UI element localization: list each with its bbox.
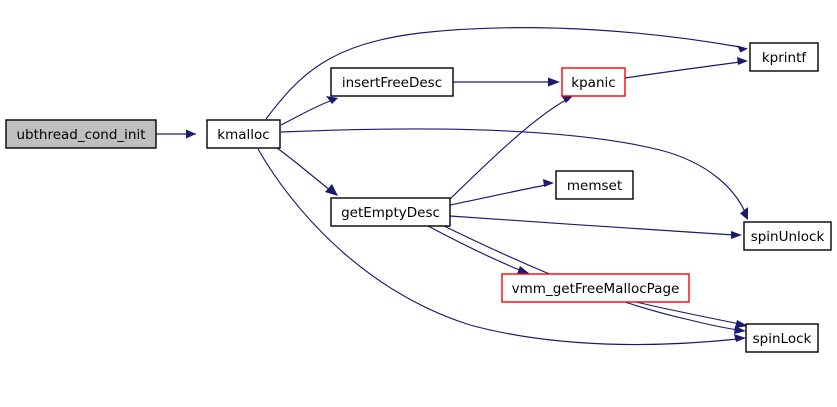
edges-layer: [156, 27, 748, 346]
edge-line: [624, 61, 741, 79]
node-box[interactable]: [501, 273, 690, 303]
edge-line: [265, 27, 741, 120]
arrowhead-icon: [325, 184, 338, 196]
node-box[interactable]: [743, 221, 832, 251]
arrowhead-icon: [740, 207, 748, 220]
node-label: kmalloc: [217, 127, 269, 143]
edge-getEmptyDesc-to-spinUnlock: [449, 215, 742, 239]
node-spinLock[interactable]: spinLock: [745, 323, 819, 353]
arrowhead-icon: [548, 77, 560, 87]
edge-ubthread_cond_init-to-kmalloc: [156, 129, 196, 139]
node-ubthread_cond_init[interactable]: ubthread_cond_init: [5, 119, 157, 149]
arrowhead-icon: [186, 129, 196, 139]
arrowhead-icon: [737, 45, 748, 53]
edge-line: [449, 99, 567, 200]
node-box[interactable]: [745, 323, 819, 353]
arrowhead-icon: [734, 334, 746, 342]
node-label: insertFreeDesc: [342, 75, 442, 91]
edge-getEmptyDesc-to-kpanic: [449, 95, 573, 200]
node-kprintf[interactable]: kprintf: [749, 42, 819, 72]
node-memset[interactable]: memset: [555, 170, 634, 200]
edge-getEmptyDesc-to-memset: [449, 179, 554, 206]
arrowhead-icon: [735, 320, 748, 328]
edge-getEmptyDesc-to-vmm_getFreeMallocPage: [427, 225, 530, 274]
node-label: spinUnlock: [751, 229, 825, 245]
nodes-layer: ubthread_cond_init kmalloc insertFreeDesc k…: [5, 42, 832, 353]
edge-kmalloc-to-spinUnlock: [280, 128, 748, 220]
arrowhead-icon: [734, 326, 746, 334]
arrowhead-icon: [326, 96, 338, 104]
node-insertFreeDesc[interactable]: insertFreeDesc: [330, 67, 454, 97]
node-label: ubthread_cond_init: [16, 127, 145, 143]
edge-line: [280, 128, 746, 213]
node-label: kprintf: [762, 50, 808, 66]
edge-line: [280, 100, 331, 126]
node-label: memset: [567, 178, 622, 194]
edge-line: [443, 225, 739, 331]
node-label: vmm_getFreeMallocPage: [512, 281, 680, 297]
node-getEmptyDesc[interactable]: getEmptyDesc: [330, 197, 451, 227]
node-box[interactable]: [5, 119, 157, 149]
node-label: getEmptyDesc: [341, 205, 440, 221]
edge-kmalloc-to-kprintf: [265, 27, 748, 120]
edge-line: [635, 301, 741, 325]
edge-kmalloc-to-insertFreeDesc: [280, 96, 338, 126]
arrowhead-icon: [561, 95, 573, 103]
edge-line: [276, 147, 331, 191]
node-box[interactable]: [206, 119, 281, 149]
edge-insertFreeDesc-to-kpanic: [453, 77, 560, 87]
edge-kpanic-to-kprintf: [624, 57, 748, 79]
arrowhead-icon: [543, 179, 554, 187]
edge-getEmptyDesc-to-spinLock: [443, 225, 746, 334]
edge-kmalloc-to-spinLock: [257, 148, 746, 346]
node-box[interactable]: [561, 67, 626, 97]
edge-kmalloc-to-getEmptyDesc: [276, 147, 338, 196]
node-vmm_getFreeMallocPage[interactable]: vmm_getFreeMallocPage: [501, 273, 690, 303]
node-kpanic[interactable]: kpanic: [561, 67, 626, 97]
node-kmalloc[interactable]: kmalloc: [206, 119, 281, 149]
edge-line: [257, 148, 739, 346]
edge-vmm_getFreeMallocPage-to-spinLock: [635, 301, 748, 328]
node-box[interactable]: [749, 42, 819, 72]
edge-line: [449, 215, 735, 236]
node-box[interactable]: [330, 67, 454, 97]
edge-line: [449, 184, 547, 206]
node-box[interactable]: [555, 170, 634, 200]
node-spinUnlock[interactable]: spinUnlock: [743, 221, 832, 251]
edge-line: [427, 225, 523, 272]
node-label: kpanic: [571, 75, 615, 91]
arrowhead-icon: [731, 231, 742, 239]
node-label: spinLock: [753, 331, 812, 347]
arrowhead-icon: [517, 266, 530, 274]
node-box[interactable]: [330, 197, 451, 227]
arrowhead-icon: [737, 57, 748, 65]
